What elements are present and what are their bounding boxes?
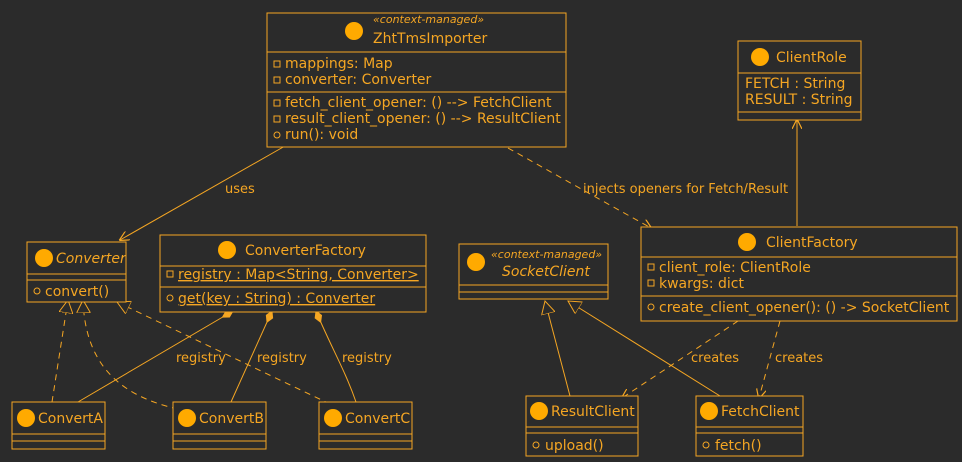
class-icon bbox=[178, 409, 196, 427]
private-icon bbox=[273, 76, 281, 84]
field: client_role: ClientRole bbox=[659, 260, 811, 276]
edge-registry-b bbox=[230, 310, 274, 403]
edge-inherit-convertb bbox=[83, 300, 179, 410]
class-converta[interactable]: ConvertA bbox=[11, 401, 106, 450]
field: converter: Converter bbox=[285, 72, 432, 88]
method: convert() bbox=[45, 284, 109, 300]
field: RESULT : String bbox=[745, 92, 853, 108]
class-name: ConvertA bbox=[38, 411, 103, 427]
class-icon bbox=[467, 253, 485, 271]
edge-creates-fetch bbox=[759, 320, 781, 398]
edge-inherit-fetchclient bbox=[568, 301, 721, 397]
edge-label-creates-fetch: creates bbox=[775, 351, 823, 366]
private-icon bbox=[273, 115, 281, 123]
edge-creates-result bbox=[622, 320, 739, 398]
public-icon bbox=[33, 287, 41, 295]
class-stereotype: «context-managed» bbox=[491, 248, 602, 261]
class-convertc[interactable]: ConvertC bbox=[318, 401, 413, 450]
private-icon bbox=[166, 270, 174, 278]
class-zhttmsimporter[interactable]: «context-managed» ZhtTmsImporter mapping… bbox=[266, 12, 567, 148]
method: upload() bbox=[545, 438, 604, 454]
class-name: ResultClient bbox=[551, 404, 635, 420]
method: get(key : String) : Converter bbox=[178, 291, 375, 307]
class-convertb[interactable]: ConvertB bbox=[172, 401, 267, 450]
edge-inherit-resultclient bbox=[545, 301, 571, 397]
class-icon bbox=[530, 402, 548, 420]
method: run(): void bbox=[285, 127, 358, 143]
edge-registry-c bbox=[314, 310, 357, 403]
class-icon bbox=[751, 48, 769, 66]
edge-inherit-converta bbox=[51, 300, 68, 403]
edge-label-creates-result: creates bbox=[691, 351, 739, 366]
private-icon bbox=[647, 263, 655, 271]
field: kwargs: dict bbox=[659, 276, 744, 292]
class-icon bbox=[17, 409, 35, 427]
field: FETCH : String bbox=[745, 76, 845, 92]
class-name: ConverterFactory bbox=[245, 243, 366, 259]
public-icon bbox=[532, 441, 540, 449]
class-clientfactory[interactable]: ClientFactory client_role: ClientRole kw… bbox=[640, 226, 958, 322]
class-icon bbox=[700, 402, 718, 420]
public-icon bbox=[702, 441, 710, 449]
class-icon bbox=[35, 249, 53, 267]
public-icon bbox=[647, 303, 655, 311]
class-converterfactory[interactable]: ConverterFactory registry : Map<String, … bbox=[159, 234, 427, 313]
field: registry : Map<String, Converter> bbox=[178, 267, 419, 283]
class-name: FetchClient bbox=[721, 404, 800, 420]
class-name: ConvertB bbox=[199, 411, 264, 427]
private-icon bbox=[647, 279, 655, 287]
method: result_client_opener: () --> ResultClien… bbox=[285, 111, 561, 127]
class-name: ClientRole bbox=[776, 50, 847, 66]
class-icon bbox=[738, 233, 756, 251]
class-name: SocketClient bbox=[502, 264, 590, 280]
private-icon bbox=[273, 99, 281, 107]
public-icon bbox=[273, 131, 281, 139]
field: mappings: Map bbox=[285, 56, 393, 72]
class-icon bbox=[324, 409, 342, 427]
edge-uses bbox=[120, 145, 286, 240]
class-resultclient[interactable]: ResultClient upload() bbox=[525, 395, 639, 457]
class-socketclient[interactable]: «context-managed» SocketClient bbox=[458, 243, 609, 300]
class-icon bbox=[345, 22, 363, 40]
class-name: Converter bbox=[56, 251, 127, 267]
class-name: ClientFactory bbox=[766, 235, 858, 251]
class-name: ConvertC bbox=[345, 411, 410, 427]
method: create_client_opener(): () -> SocketClie… bbox=[659, 300, 950, 316]
edge-label-registry-b: registry bbox=[257, 351, 307, 366]
edge-label-registry-c: registry bbox=[342, 351, 392, 366]
edge-injects bbox=[507, 147, 651, 228]
edge-label-uses: uses bbox=[225, 182, 255, 197]
edge-registry-a bbox=[77, 310, 234, 403]
edge-label-registry-a: registry bbox=[176, 351, 226, 366]
class-fetchclient[interactable]: FetchClient fetch() bbox=[695, 395, 804, 457]
class-icon bbox=[218, 241, 236, 259]
class-name: ZhtTmsImporter bbox=[373, 31, 488, 47]
private-icon bbox=[273, 60, 281, 68]
class-clientrole[interactable]: ClientRole FETCH : String RESULT : Strin… bbox=[737, 40, 862, 121]
class-converter[interactable]: Converter convert() bbox=[26, 241, 127, 303]
public-icon bbox=[166, 294, 174, 302]
edges: uses injects openers for Fetch/Result re… bbox=[51, 120, 823, 410]
method: fetch_client_opener: () --> FetchClient bbox=[285, 95, 552, 111]
edge-label-injects: injects openers for Fetch/Result bbox=[583, 182, 788, 197]
class-stereotype: «context-managed» bbox=[373, 13, 484, 26]
method: fetch() bbox=[715, 438, 762, 454]
